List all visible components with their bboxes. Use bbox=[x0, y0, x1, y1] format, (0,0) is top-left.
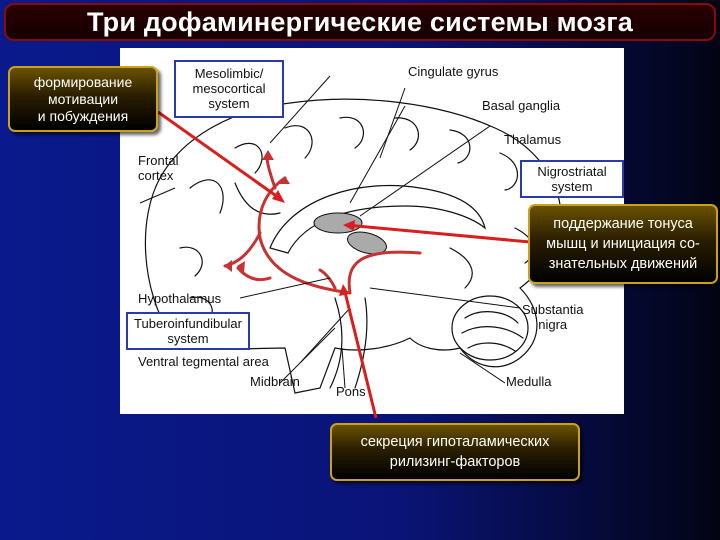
title-bar: Три дофаминергические системы мозга bbox=[4, 3, 716, 41]
callout-line: и побуждения bbox=[37, 107, 129, 124]
brainstem bbox=[329, 297, 368, 389]
label-mesolimbic-line: mesocortical bbox=[192, 81, 266, 96]
callout-muscle-tone: поддержание тонуса мышц и инициация со- … bbox=[528, 204, 718, 284]
label-frontal-cortex: Frontal cortex bbox=[138, 153, 178, 183]
label-frontal-line: Frontal bbox=[138, 153, 179, 168]
label-substantia-line: nigra bbox=[538, 317, 568, 332]
cerebellum bbox=[451, 295, 529, 361]
callout-line: знательных движений bbox=[548, 256, 698, 272]
label-hypothalamus: Hypothalamus bbox=[138, 291, 222, 306]
label-mesolimbic: Mesolimbic/ mesocortical system bbox=[174, 60, 284, 118]
label-medulla: Medulla bbox=[506, 374, 552, 389]
label-substantia-nigra: Substantia nigra bbox=[522, 302, 583, 332]
callout-line: рилизинг-факторов bbox=[389, 454, 521, 470]
label-tubero-line: system bbox=[167, 331, 209, 346]
label-nigrostriatal: Nigrostriatal system bbox=[520, 160, 624, 198]
callout-line: поддержание тонуса bbox=[553, 216, 693, 232]
thalamus-shape bbox=[313, 212, 363, 234]
label-pons: Pons bbox=[336, 384, 366, 399]
label-midbrain: Midbrain bbox=[250, 374, 300, 389]
label-mesolimbic-line: system bbox=[208, 96, 250, 111]
callout-line: формирование bbox=[33, 73, 133, 90]
callout-releasing-factors: секреция гипоталамических рилизинг-факто… bbox=[330, 423, 580, 481]
label-mesolimbic-line: Mesolimbic/ bbox=[194, 66, 264, 81]
label-basal-ganglia: Basal ganglia bbox=[482, 98, 561, 113]
label-frontal-line: cortex bbox=[138, 168, 174, 183]
callout-line: секреция гипоталамических bbox=[360, 434, 550, 450]
label-vta: Ventral tegmental area bbox=[138, 354, 269, 369]
label-tubero-line: Tuberoinfundibular bbox=[134, 316, 242, 331]
callout-line: мышц и инициация со- bbox=[546, 236, 700, 252]
callout-motivation: формирование мотивации и побуждения bbox=[8, 66, 158, 132]
slide-title: Три дофаминергические системы мозга bbox=[86, 6, 634, 37]
label-substantia-line: Substantia bbox=[522, 302, 584, 317]
label-nigrostriatal-line: Nigrostriatal bbox=[537, 164, 607, 179]
label-cingulate: Cingulate gyrus bbox=[408, 64, 499, 79]
callout-line: мотивации bbox=[47, 90, 119, 107]
label-tuberoinfundibular: Tuberoinfundibular system bbox=[126, 312, 250, 350]
label-thalamus: Thalamus bbox=[504, 132, 562, 147]
label-nigrostriatal-line: system bbox=[551, 179, 593, 194]
